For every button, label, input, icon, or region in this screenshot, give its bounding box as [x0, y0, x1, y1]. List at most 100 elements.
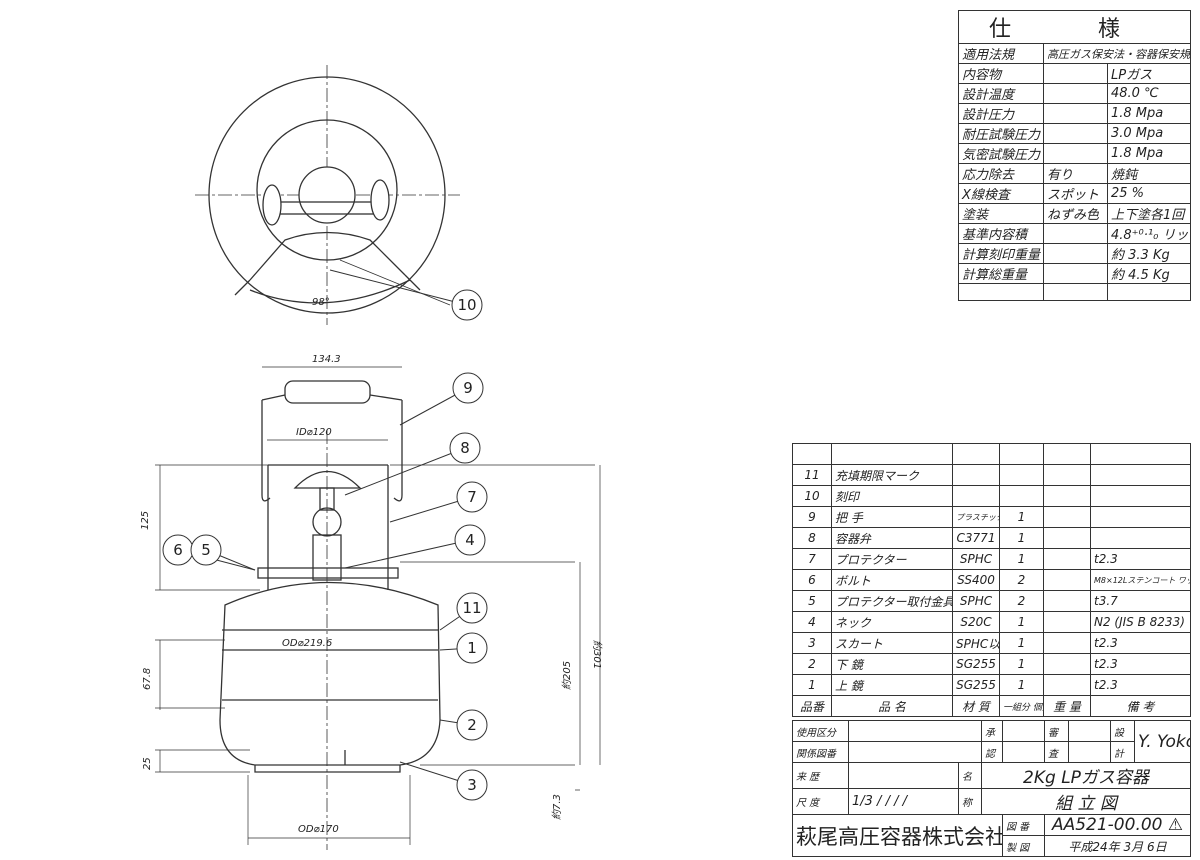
spec-title: 仕 様: [957, 10, 1192, 44]
spec-value: 25 %: [1106, 183, 1192, 204]
balloon-circle: [456, 632, 488, 664]
balloon-circle: [456, 769, 488, 801]
balloon-number: 2: [467, 716, 477, 734]
part-note: t2.3: [1090, 674, 1191, 696]
handle-width-dim: 134.3: [312, 354, 341, 365]
spec-value: 48.0 ℃: [1106, 83, 1192, 104]
spec-label: 気密試験圧力: [958, 143, 1044, 164]
balloon-number: 11: [462, 599, 481, 617]
balloon-number: 10: [457, 296, 476, 314]
part-note: t2.3: [1090, 653, 1191, 675]
top-view: 98°: [195, 65, 460, 325]
spec-label: 計算刻印重量: [958, 243, 1044, 264]
balloon-circle: [456, 592, 488, 624]
spec-row: 計算総重量約 4.5 Kg: [958, 263, 1192, 284]
spec-label: X線検査: [958, 183, 1044, 204]
balloon-10: 10: [329, 269, 483, 321]
header-material: 材 質: [952, 695, 1000, 717]
h25-dim: 25: [142, 757, 153, 770]
od-dim: OD⌀219.6: [282, 638, 332, 649]
spec-value: 4.8⁺⁰·¹₀ リットル: [1106, 223, 1192, 244]
spec-row: 計算刻印重量 約 3.3 Kg: [958, 243, 1192, 264]
angle-dim: 98°: [312, 297, 330, 308]
h7-dim: 約7.3: [551, 794, 563, 820]
spec-row: 耐圧試験圧力 3.0 Mpa: [958, 123, 1192, 144]
spec-label: 耐圧試験圧力: [958, 123, 1044, 144]
spec-value: 1.8 Mpa: [1106, 103, 1192, 124]
leader-line: [329, 269, 468, 306]
drawing-date: 平成24年 3月 6日: [1044, 835, 1191, 857]
spec-row: 塗装ねずみ色上下塗各1回: [958, 203, 1192, 224]
h67-dim: 67.8: [142, 668, 153, 690]
part-no: 11: [792, 464, 832, 486]
header-no: 品番: [792, 695, 832, 717]
balloon-7: 7: [389, 481, 488, 523]
parts-header: 品番 品 名 材 質 一組分 個数 重 量 備 考: [792, 695, 1191, 717]
balloon-9: 9: [399, 372, 484, 426]
spec-row: 応力除去有り焼鈍: [958, 163, 1192, 184]
balloon-3: 3: [399, 761, 488, 801]
balloon-4: 4: [344, 524, 486, 569]
balloon-2: 2: [439, 709, 488, 741]
part-row: 3スカートSPHC以上1t2.3: [792, 632, 1191, 654]
part-name: 上 鏡: [831, 674, 953, 696]
company-name: 萩尾高圧容器株式会社: [792, 814, 1003, 857]
part-note: t2.3: [1090, 548, 1191, 570]
balloon-circle: [190, 534, 222, 566]
balloon-number: 6: [173, 541, 183, 559]
spec-value: 上下塗各1回: [1106, 203, 1192, 224]
balloon-1: 1: [439, 632, 488, 664]
spec-value: 3.0 Mpa: [1106, 123, 1192, 144]
spec-label: 適用法規: [958, 43, 1044, 64]
balloon-5: 5: [190, 534, 256, 571]
balloon-number: 1: [467, 639, 477, 657]
h301-dim: 約301: [591, 640, 603, 669]
spec-row: 設計温度 48.0 ℃: [958, 83, 1192, 104]
spec-label: 設計圧力: [958, 103, 1044, 124]
balloon-number: 9: [463, 379, 473, 397]
balloon-number: 3: [467, 776, 477, 794]
balloon-circle: [449, 432, 481, 464]
balloon-circle: [451, 289, 483, 321]
balloon-number: 5: [201, 541, 211, 559]
h205-dim: 約205: [561, 661, 573, 690]
designer: Y. Yokoi: [1134, 720, 1191, 763]
balloon-number: 8: [460, 439, 470, 457]
leader-line: [344, 539, 471, 569]
part-name: プロテクター取付金具: [831, 590, 953, 612]
balloon-11: 11: [439, 592, 488, 631]
header-weight: 重 量: [1043, 695, 1091, 717]
od-skirt-dim: OD⌀170: [298, 824, 339, 835]
part-material: SPHC: [952, 548, 1000, 570]
h125-dim: 125: [140, 511, 151, 530]
front-view: 134.3 ID⌀120 125 OD⌀219.6 67.8 25 約205 約…: [140, 354, 603, 850]
balloon-circle: [456, 481, 488, 513]
balloon-circle: [456, 709, 488, 741]
balloon-number: 4: [465, 531, 475, 549]
balloon-8: 8: [344, 432, 481, 496]
balloon-number: 7: [467, 488, 477, 506]
leader-line: [344, 447, 466, 496]
balloon-circle: [452, 372, 484, 404]
id-dim: ID⌀120: [296, 427, 332, 438]
spec-value: 約 4.5 Kg: [1106, 263, 1192, 284]
header-note: 備 考: [1090, 695, 1191, 717]
spec-value: 約 3.3 Kg: [1106, 243, 1192, 264]
spec-value: 焼鈍: [1106, 163, 1192, 184]
part-material: SPHC: [952, 590, 1000, 612]
spec-value: LPガス: [1106, 63, 1192, 84]
spec-label: 設計温度: [958, 83, 1044, 104]
